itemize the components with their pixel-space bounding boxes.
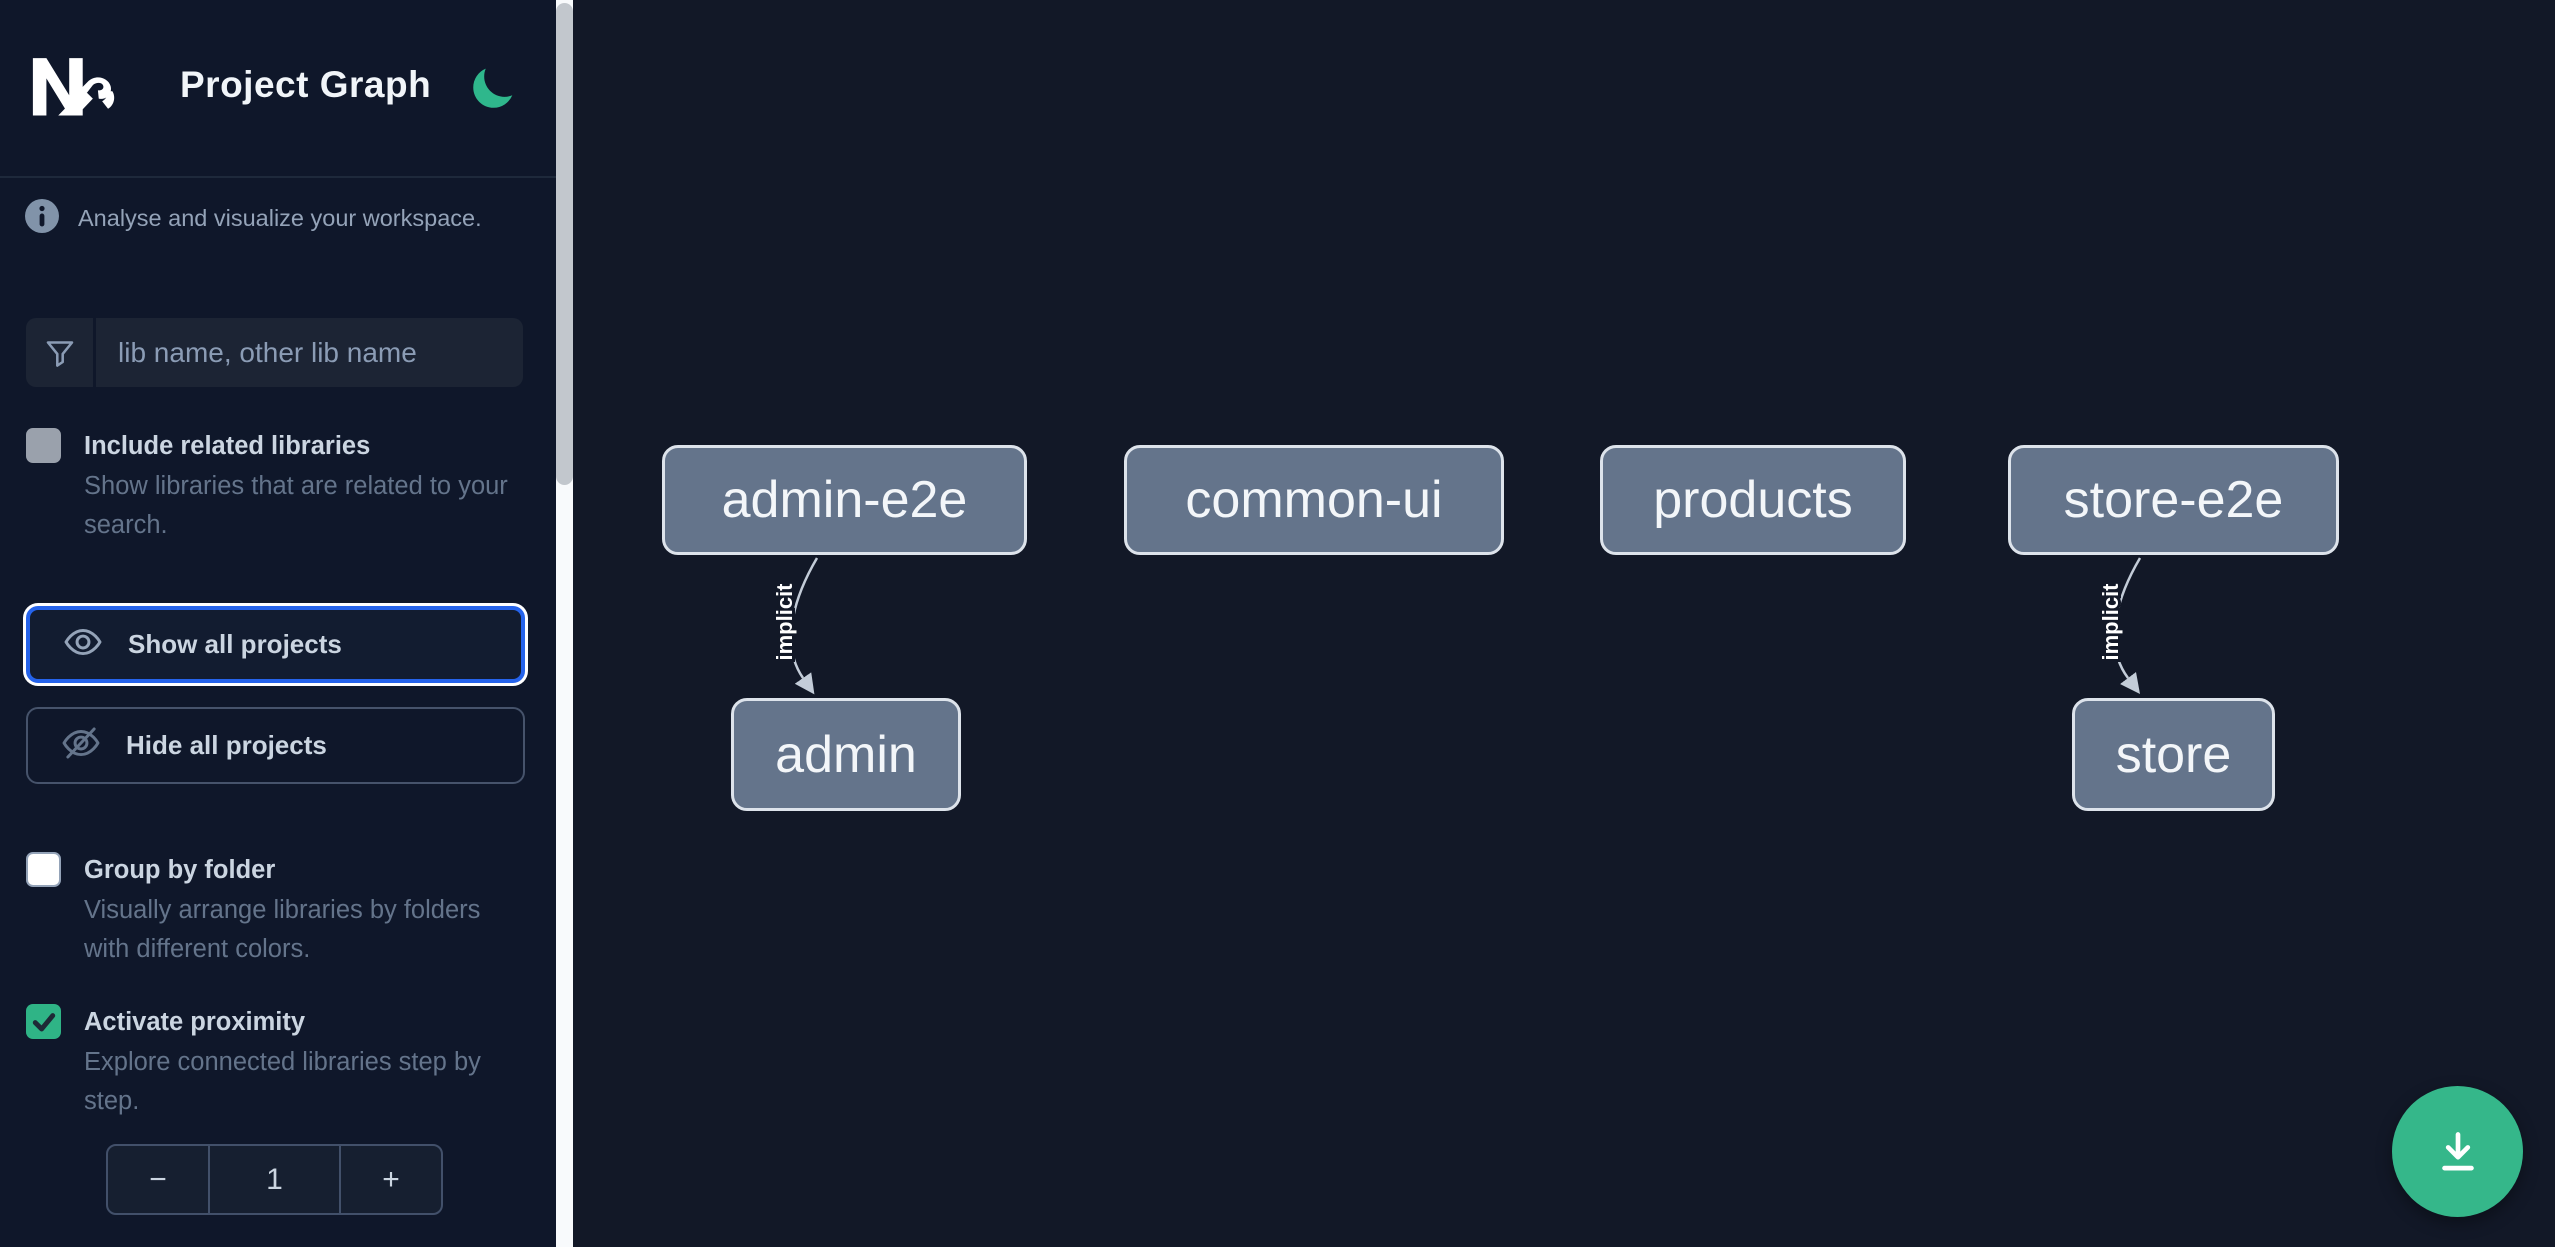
edge-label-implicit[interactable]: implicit: [769, 580, 800, 664]
option-description: Explore connected libraries step by step…: [84, 1048, 481, 1115]
nx-logo[interactable]: [24, 48, 122, 124]
hide-all-projects-button[interactable]: Hide all projects: [26, 707, 525, 784]
sidebar-scrollbar-thumb[interactable]: [556, 3, 573, 485]
header-divider: [0, 176, 573, 178]
decrement-button[interactable]: −: [149, 1162, 167, 1196]
option-label: Group by folder: [84, 856, 276, 884]
proximity-depth-stepper: − 1 +: [106, 1144, 443, 1215]
project-node-admin[interactable]: admin: [731, 698, 961, 811]
project-node-admin-e2e[interactable]: admin-e2e: [662, 445, 1027, 555]
eye-icon: [62, 621, 104, 668]
tagline-text: Analyse and visualize your workspace.: [78, 205, 482, 231]
download-graph-button[interactable]: [2392, 1086, 2523, 1217]
increment-button[interactable]: +: [382, 1162, 400, 1196]
edge-label-implicit[interactable]: implicit: [2095, 580, 2126, 664]
proximity-depth-value: 1: [208, 1146, 341, 1213]
project-node-store-e2e[interactable]: store-e2e: [2008, 445, 2339, 555]
button-label: Show all projects: [128, 629, 342, 659]
project-node-products[interactable]: products: [1600, 445, 1906, 555]
library-filter-search: [26, 318, 523, 387]
option-description: Visually arrange libraries by folders wi…: [84, 896, 481, 963]
eye-slash-icon: [60, 722, 102, 769]
edge-store-e2e-store[interactable]: [2113, 557, 2142, 695]
moon-icon: [467, 68, 517, 117]
group-by-folder-checkbox[interactable]: [26, 852, 61, 887]
workspace-tagline: Analyse and visualize your workspace.: [24, 198, 534, 239]
project-node-store[interactable]: store: [2072, 698, 2275, 811]
page-title: Project Graph: [180, 64, 432, 105]
button-label: Hide all projects: [126, 730, 327, 760]
option-label: Activate proximity: [84, 1008, 306, 1036]
show-all-projects-button[interactable]: Show all projects: [26, 606, 525, 683]
option-description: Show libraries that are related to your …: [84, 472, 508, 539]
option-include-related: Include related libraries Show libraries…: [26, 427, 526, 545]
theme-toggle-button[interactable]: [466, 64, 518, 116]
option-label: Include related libraries: [84, 432, 371, 460]
download-icon: [2429, 1121, 2487, 1182]
info-icon: [24, 198, 60, 239]
include-related-checkbox[interactable]: [26, 428, 61, 463]
edge-admin-e2e-admin[interactable]: [789, 557, 819, 695]
project-graph-canvas[interactable]: implicit implicit admin-e2e common-ui pr…: [573, 0, 2555, 1247]
funnel-icon: [26, 318, 96, 387]
sidebar-scrollbar-track[interactable]: [556, 0, 573, 1247]
option-activate-proximity: Activate proximity Explore connected lib…: [26, 1003, 526, 1121]
sidebar: Project Graph Analyse and visualize your…: [0, 0, 573, 1247]
activate-proximity-checkbox[interactable]: [26, 1004, 61, 1039]
search-input[interactable]: [96, 318, 523, 387]
project-node-common-ui[interactable]: common-ui: [1124, 445, 1504, 555]
graph-edges-layer: implicit implicit: [769, 557, 2142, 695]
option-group-by-folder: Group by folder Visually arrange librari…: [26, 851, 526, 969]
